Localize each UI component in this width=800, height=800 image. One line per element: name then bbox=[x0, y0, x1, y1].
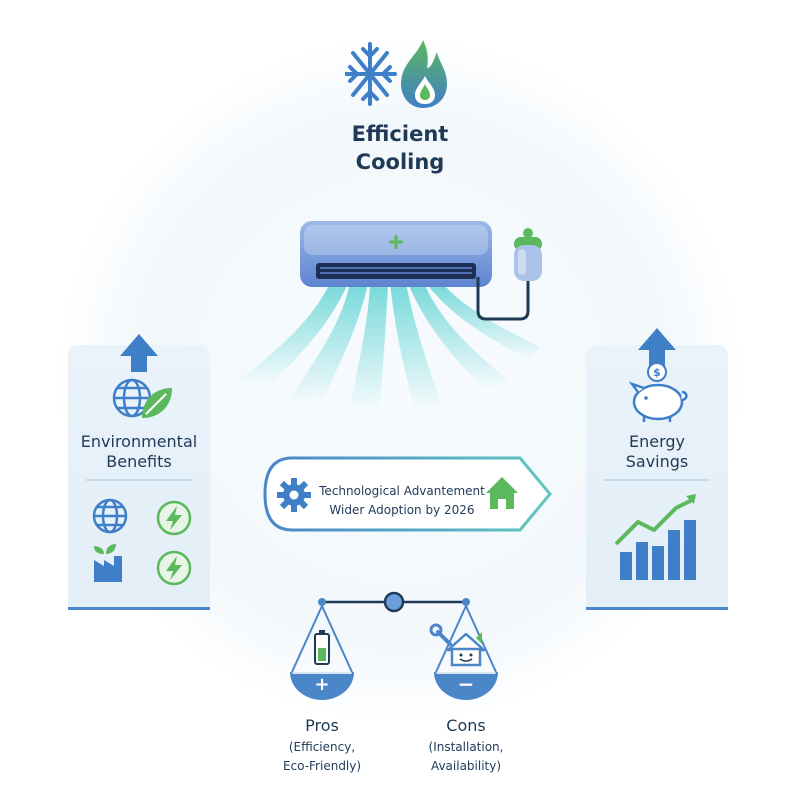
environmental-grid-icons bbox=[92, 498, 192, 586]
banner-line-2: Wider Adoption by 2026 bbox=[329, 503, 475, 517]
minus-symbol: − bbox=[457, 672, 475, 696]
up-arrow-icon bbox=[638, 328, 676, 366]
air-conditioner-illustration bbox=[240, 221, 542, 411]
globe-icon bbox=[92, 498, 128, 534]
technology-banner bbox=[263, 456, 552, 532]
leaf-icon bbox=[142, 388, 172, 418]
wrench-icon bbox=[429, 623, 452, 646]
energy-bolt-icon bbox=[156, 550, 192, 586]
energy-bolt-icon bbox=[156, 500, 192, 536]
cons-pan bbox=[434, 605, 498, 700]
pros-line-2: Eco-Friendly) bbox=[282, 759, 362, 773]
plus-symbol: + bbox=[314, 674, 330, 695]
cons-description: (Installation, Availability) bbox=[396, 738, 536, 776]
balance-scale bbox=[290, 591, 498, 700]
house-icon bbox=[486, 477, 518, 509]
gear-icon bbox=[277, 478, 311, 512]
bar-chart-icon bbox=[620, 520, 696, 580]
panel-divider bbox=[604, 479, 710, 481]
refrigerant-pipe bbox=[476, 277, 530, 321]
smiling-house-icon bbox=[446, 632, 486, 667]
refrigerant-tank-icon bbox=[514, 228, 542, 281]
ac-fan-icon bbox=[388, 234, 404, 250]
cons-title: Cons bbox=[446, 716, 486, 735]
pros-line-1: (Efficiency, bbox=[288, 740, 356, 754]
environmental-title-line-1: Environmental bbox=[80, 432, 198, 451]
title-line-2: Cooling bbox=[355, 150, 445, 174]
header-icons bbox=[345, 40, 447, 108]
airflow-streams bbox=[240, 283, 540, 411]
pros-description: (Efficiency, Eco-Friendly) bbox=[252, 738, 392, 776]
factory-icon bbox=[94, 544, 122, 582]
title-line-1: Efficient bbox=[351, 122, 449, 146]
flame-icon bbox=[401, 40, 447, 108]
energy-header-icons: $ bbox=[628, 328, 688, 422]
energy-chart-icon bbox=[614, 494, 696, 580]
pros-title: Pros bbox=[305, 716, 339, 735]
banner-text: Technological Advantement Wider Adoption… bbox=[312, 482, 492, 520]
battery-icon bbox=[314, 630, 330, 665]
snowflake-icon bbox=[345, 42, 397, 106]
energy-savings-title: Energy Savings bbox=[586, 432, 728, 472]
piggy-bank-icon bbox=[628, 381, 688, 422]
environmental-benefits-title: Environmental Benefits bbox=[68, 432, 210, 472]
cons-line-1: (Installation, bbox=[428, 740, 504, 754]
coin-icon: $ bbox=[647, 362, 667, 382]
ac-vent bbox=[316, 263, 476, 279]
environmental-title-line-2: Benefits bbox=[106, 452, 172, 471]
environmental-header-icons bbox=[112, 334, 172, 418]
trend-line bbox=[614, 498, 693, 546]
energy-title-line-1: Energy bbox=[628, 432, 685, 451]
up-arrow-icon bbox=[120, 334, 158, 372]
page-title: Efficient Cooling bbox=[250, 120, 550, 176]
scale-pivot bbox=[383, 591, 405, 613]
energy-title-line-2: Savings bbox=[625, 452, 689, 471]
cons-line-2: Availability) bbox=[430, 759, 502, 773]
svg-text:$: $ bbox=[653, 366, 661, 379]
panel-divider bbox=[86, 479, 192, 481]
pros-pan bbox=[290, 605, 354, 700]
banner-line-1: Technological Advantement bbox=[319, 484, 485, 498]
